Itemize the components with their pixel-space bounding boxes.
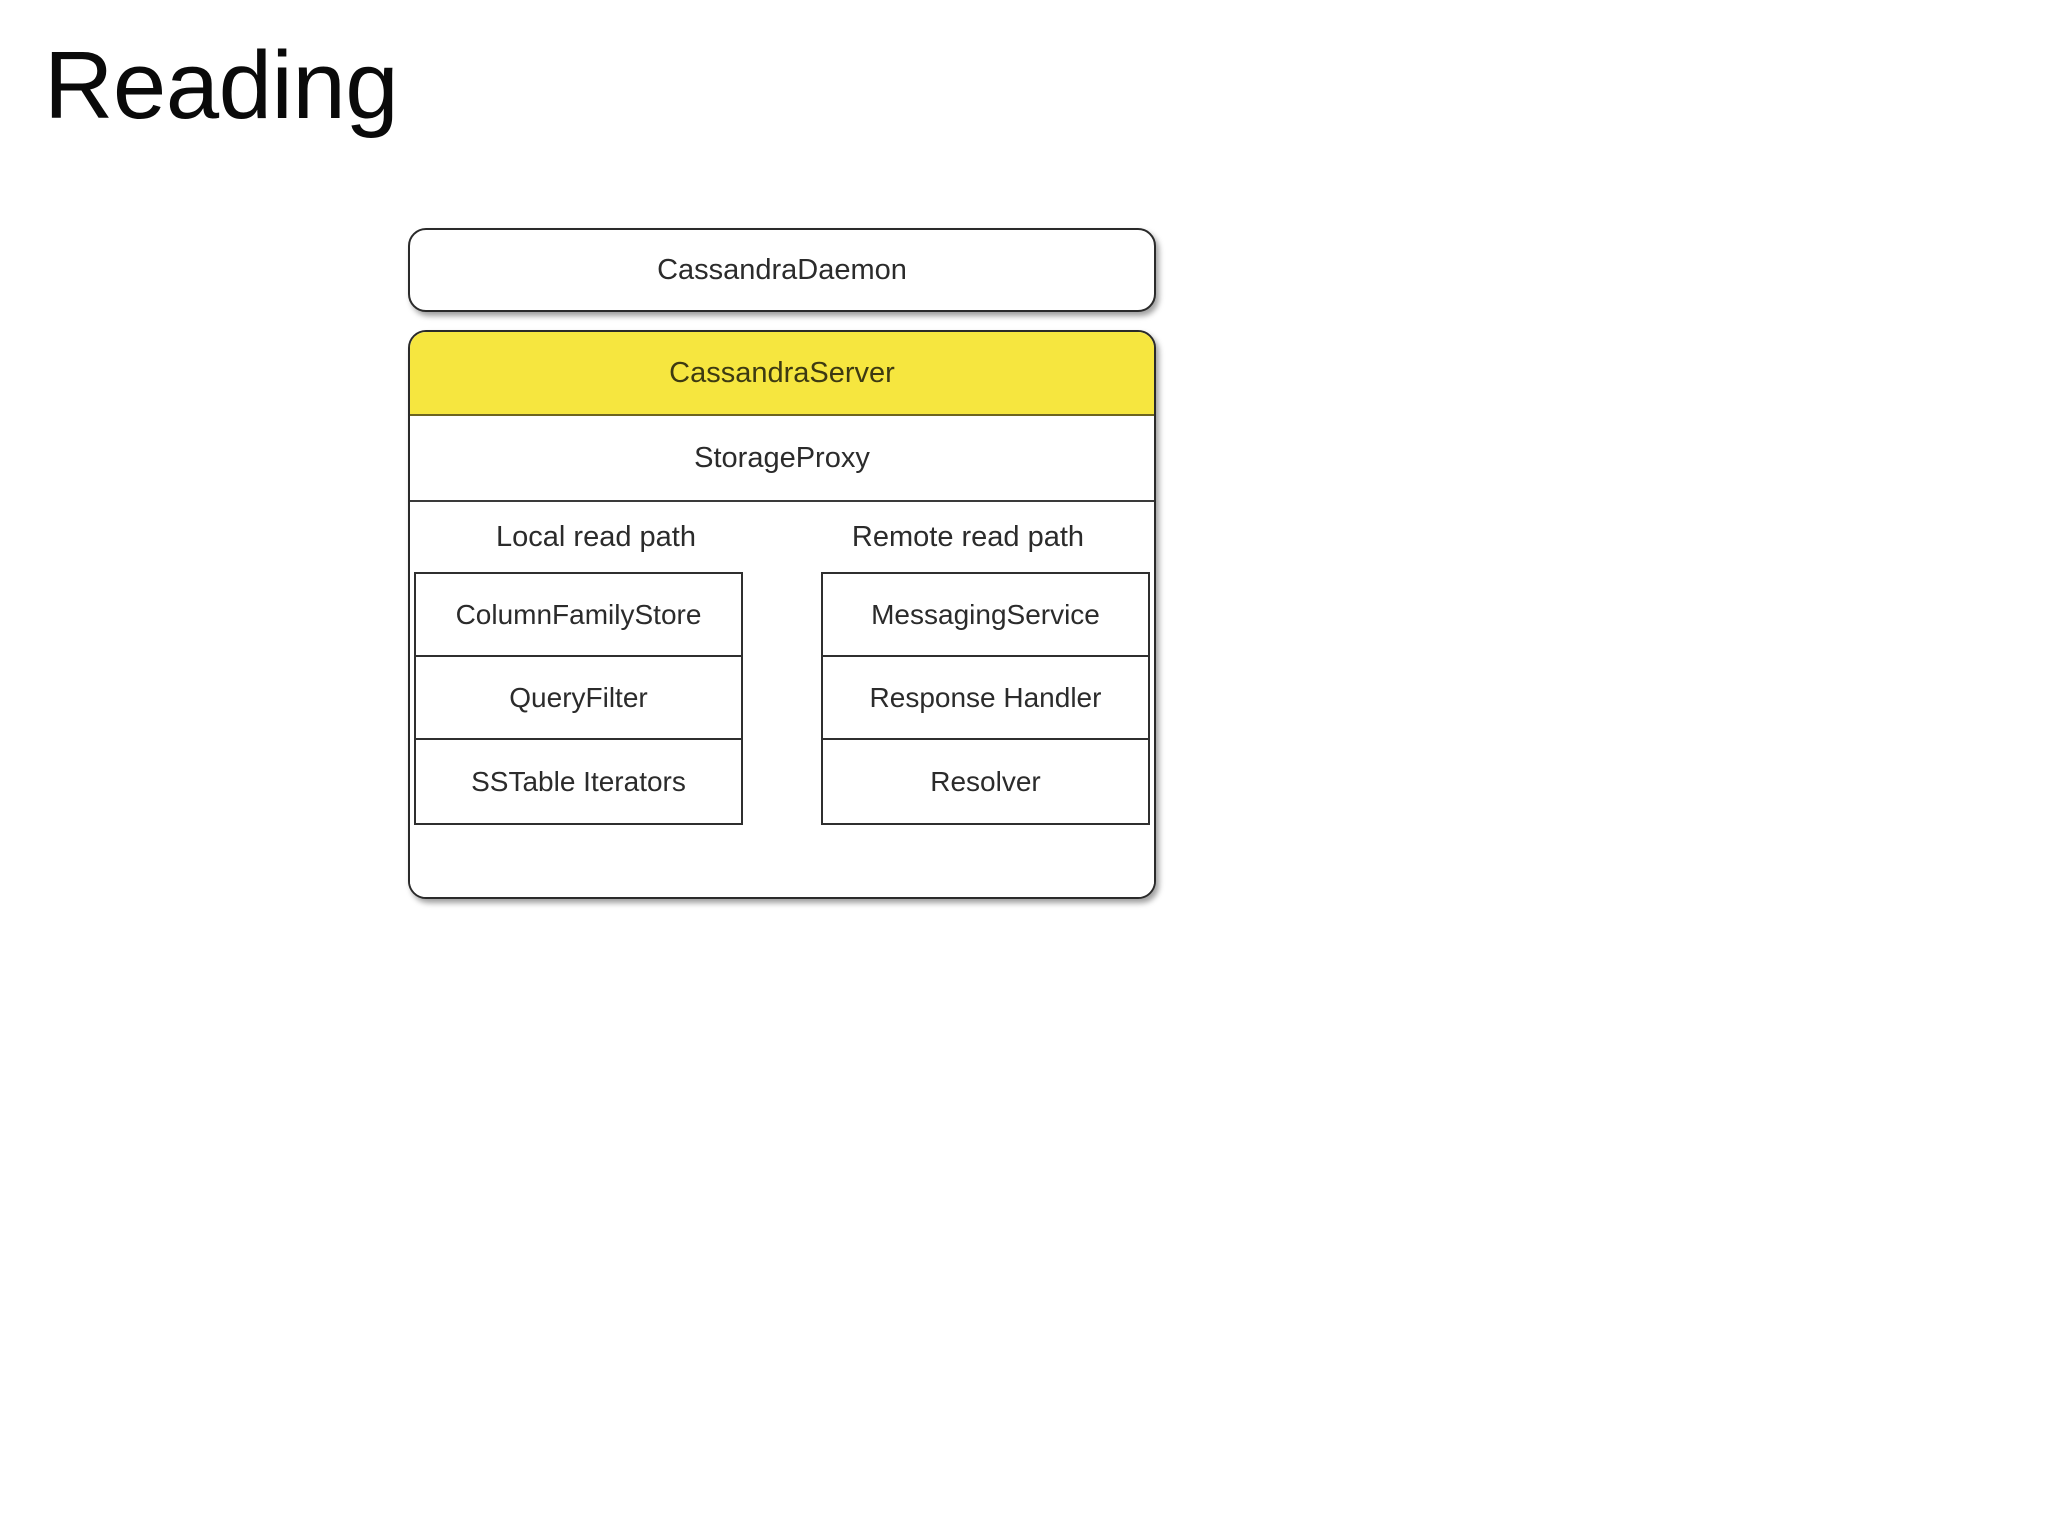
cassandra-server-box: CassandraServer StorageProxy Local read …	[408, 330, 1156, 899]
cassandra-daemon-box: CassandraDaemon	[408, 228, 1156, 312]
remote-read-path-column: MessagingService Response Handler Resolv…	[821, 572, 1150, 825]
resolver-label: Resolver	[930, 765, 1041, 797]
cassandra-server-header: CassandraServer	[410, 332, 1154, 416]
local-read-path-item: ColumnFamilyStore	[416, 574, 741, 657]
local-read-path-item: SSTable Iterators	[416, 740, 741, 823]
local-read-path-column: ColumnFamilyStore QueryFilter SSTable It…	[414, 572, 743, 825]
remote-read-path-item: Response Handler	[823, 657, 1148, 740]
response-handler-label: Response Handler	[869, 681, 1102, 713]
remote-read-path-item: MessagingService	[823, 574, 1148, 657]
cassandra-read-architecture-diagram: CassandraDaemon CassandraServer StorageP…	[408, 228, 1156, 899]
storage-proxy-row: StorageProxy	[410, 416, 1154, 502]
cassandra-server-label: CassandraServer	[669, 356, 895, 389]
remote-read-path-item: Resolver	[823, 740, 1148, 823]
read-paths-columns: ColumnFamilyStore QueryFilter SSTable It…	[410, 572, 1154, 825]
page-title: Reading	[44, 32, 399, 139]
diagram-spacer	[408, 312, 1156, 330]
storage-proxy-label: StorageProxy	[694, 441, 870, 474]
query-filter-label: QueryFilter	[509, 681, 648, 713]
server-box-footer	[410, 825, 1154, 897]
local-read-path-header: Local read path	[496, 520, 696, 553]
sstable-iterators-label: SSTable Iterators	[471, 765, 686, 797]
remote-read-path-header: Remote read path	[851, 520, 1085, 553]
column-family-store-label: ColumnFamilyStore	[455, 598, 702, 630]
messaging-service-label: MessagingService	[871, 598, 1100, 630]
read-paths-headers: Local read path Remote read path	[410, 502, 1154, 572]
local-read-path-item: QueryFilter	[416, 657, 741, 740]
cassandra-daemon-label: CassandraDaemon	[657, 253, 907, 286]
read-paths-area: Local read path Remote read path ColumnF…	[410, 502, 1154, 897]
